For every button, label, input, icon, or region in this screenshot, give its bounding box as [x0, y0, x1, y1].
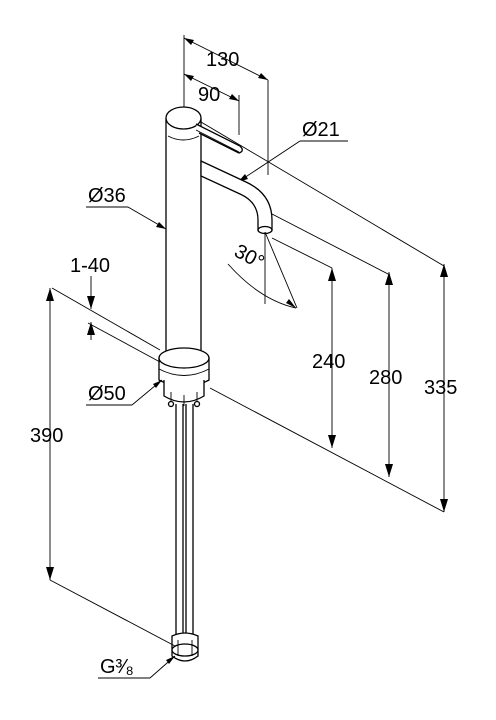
dimension-deck-thickness: 1-40 [70, 255, 110, 340]
dimension-width-90: 90 [183, 73, 240, 135]
dimension-hose-length: 390 [30, 288, 63, 580]
hose-fittings [171, 632, 199, 662]
faucet-body [158, 106, 273, 662]
dimension-height-240: 240 [312, 268, 345, 448]
dimension-width-130: 130 [183, 35, 269, 175]
dim-label-body-diameter: Ø36 [88, 185, 126, 207]
reference-lines [49, 121, 445, 647]
supply-hoses [175, 404, 194, 637]
dim-label-deck-thickness: 1-40 [70, 255, 110, 277]
dimension-spout-diameter: Ø21 [237, 119, 348, 183]
dim-label-130: 130 [206, 49, 239, 71]
dim-label-335: 335 [424, 377, 457, 399]
base-collar [158, 347, 210, 408]
dim-label-90: 90 [198, 84, 220, 106]
dim-label-280: 280 [369, 367, 402, 389]
dimension-base-diameter: Ø50 [86, 379, 163, 406]
lever-handle [195, 123, 243, 154]
dim-label-spout-diameter: Ø21 [302, 119, 340, 141]
dimension-thread: G³⁄₈ [98, 655, 176, 679]
dimension-body-diameter: Ø36 [86, 185, 167, 230]
dimension-height-335: 335 [424, 264, 457, 512]
dim-label-thread: G³⁄₈ [100, 656, 134, 678]
dimension-height-280: 280 [369, 272, 402, 477]
dimension-spout-angle: 30° [227, 231, 298, 309]
spout [200, 159, 273, 235]
dim-label-spout-angle: 30° [231, 240, 268, 274]
dim-label-390: 390 [30, 425, 63, 447]
dim-label-240: 240 [312, 351, 345, 373]
dim-label-base-diameter: Ø50 [88, 383, 126, 405]
